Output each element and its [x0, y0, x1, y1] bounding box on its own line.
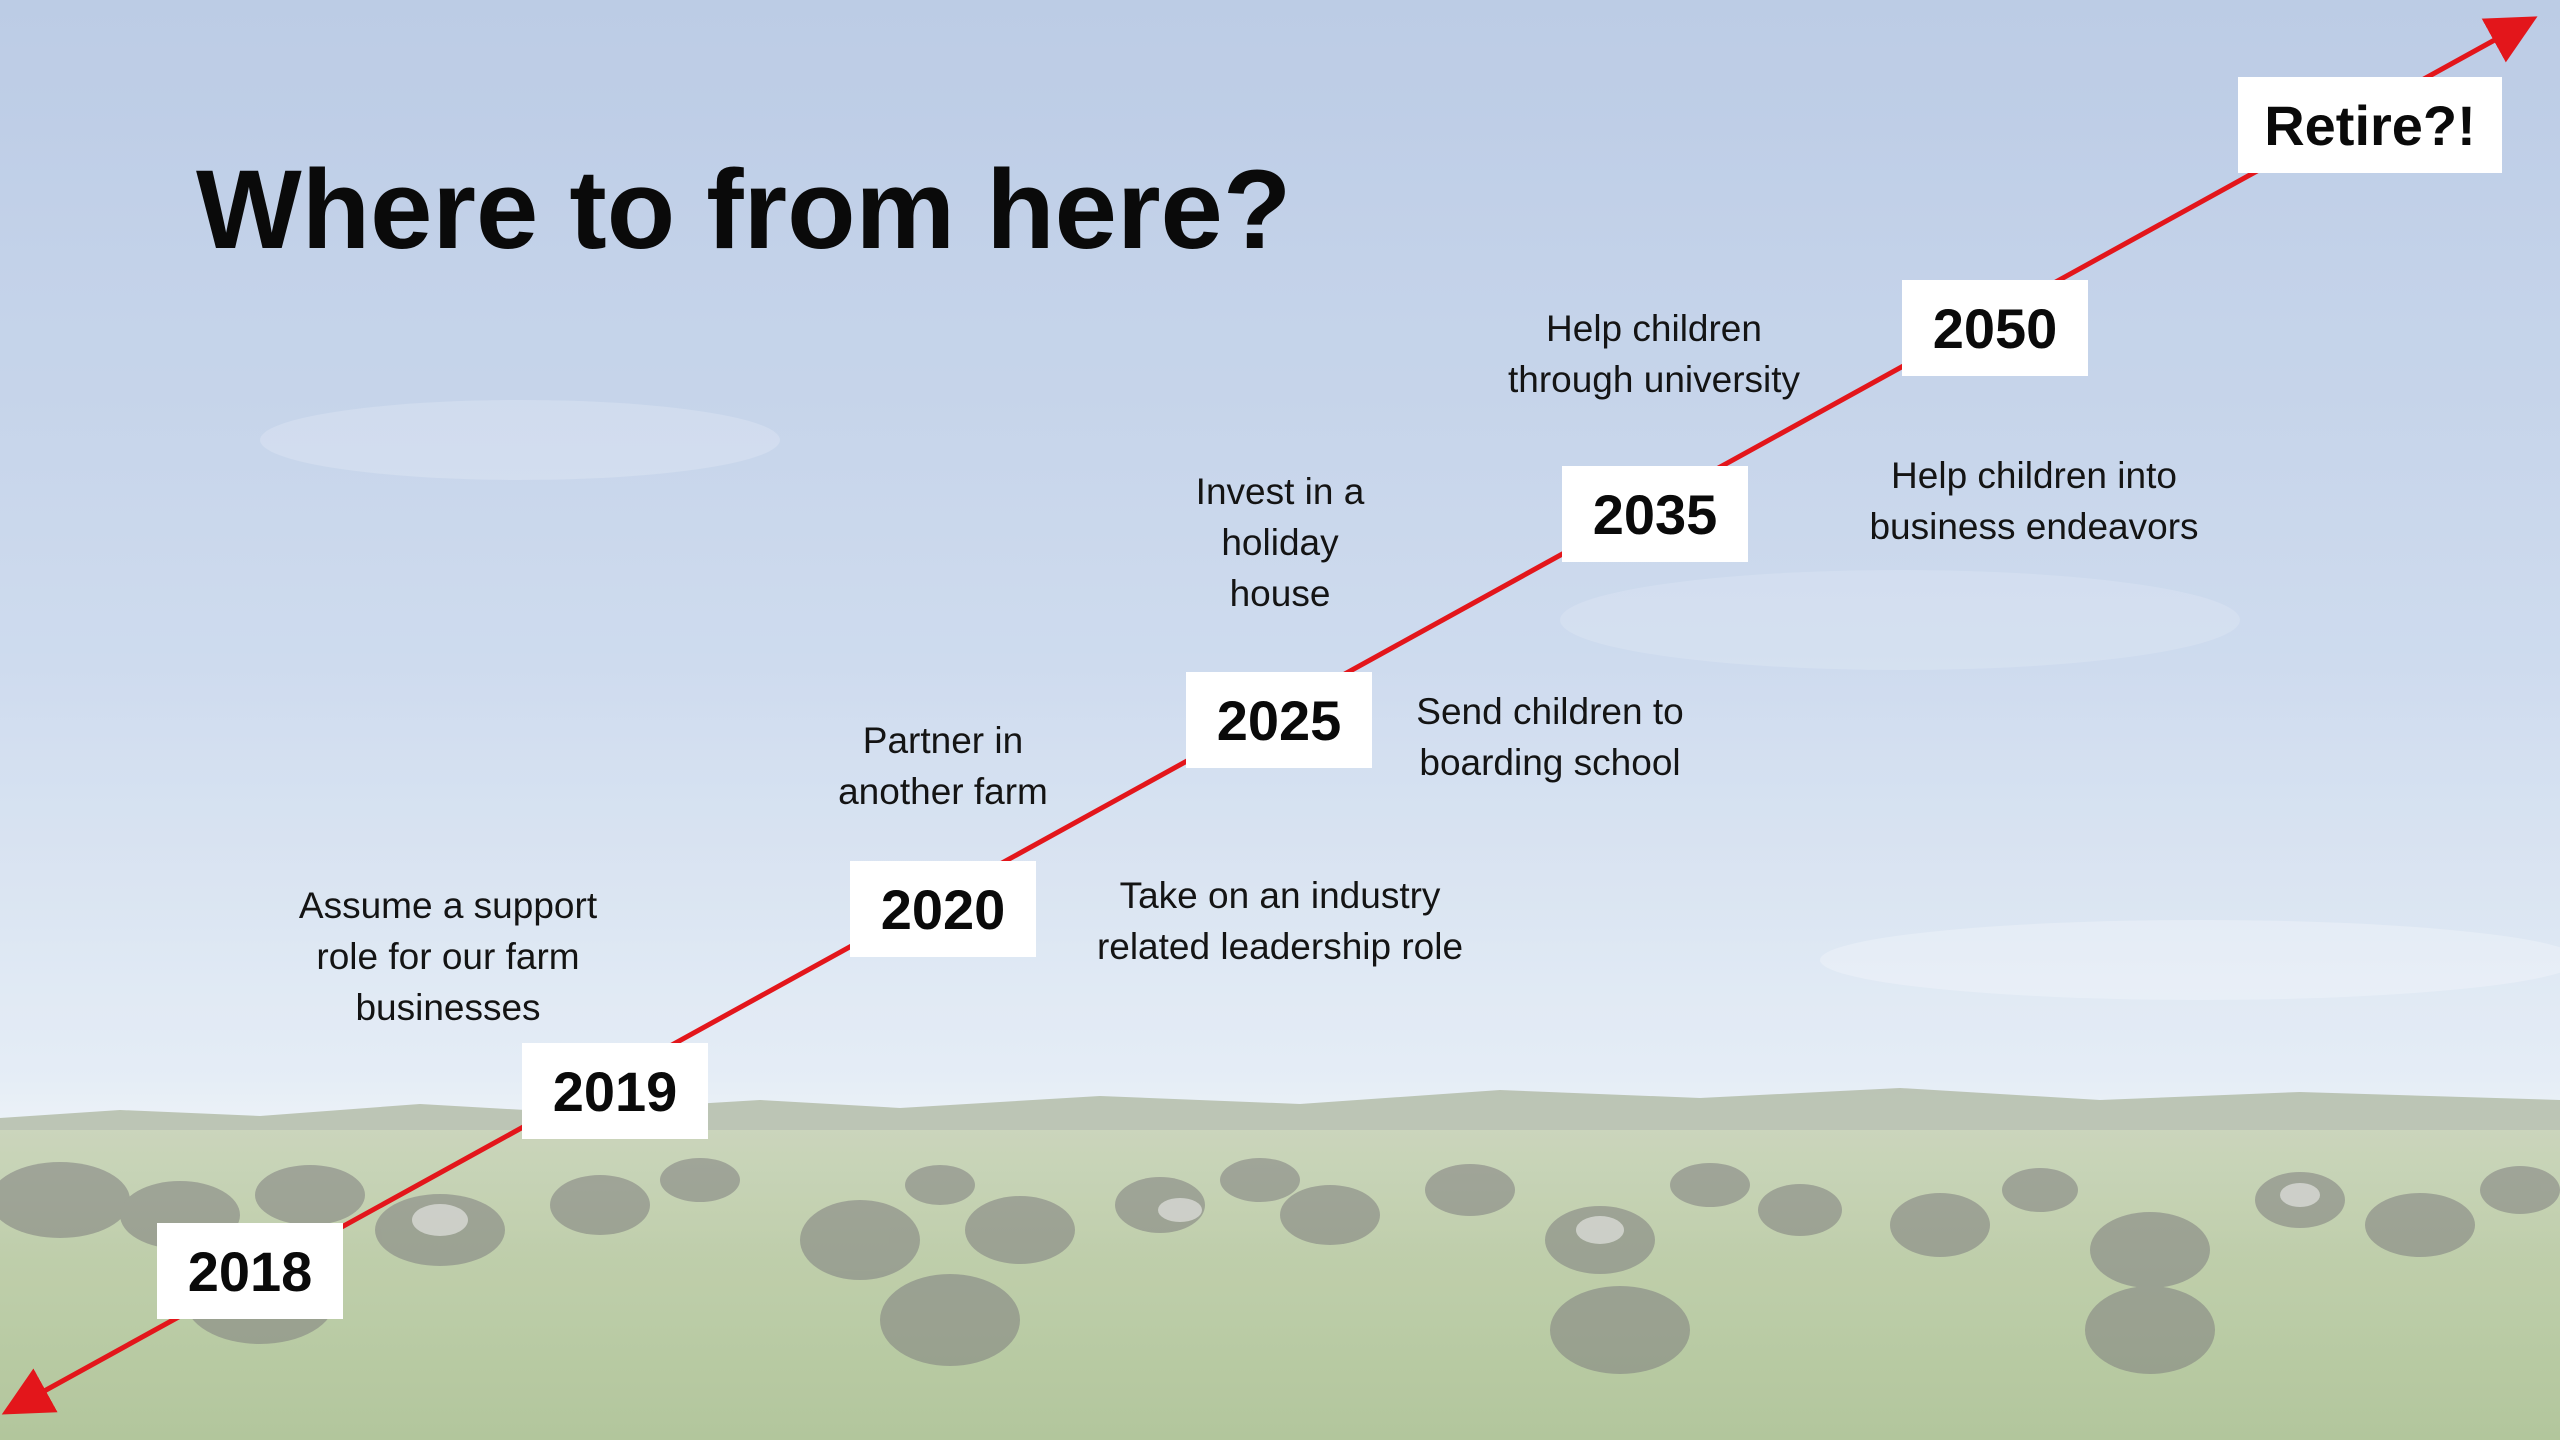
note-boarding-school: Send children to boarding school	[1416, 691, 1684, 783]
note-university: Help children through university	[1507, 308, 1801, 400]
page-title: Where to from here?	[196, 147, 1292, 272]
milestone-retire: Retire?!	[2238, 77, 2502, 173]
note-leadership-role: Take on an industry related leadership r…	[1096, 875, 1464, 967]
note-holiday-house: Invest in a holiday house	[1195, 471, 1365, 614]
note-partner-farm: Partner in another farm	[838, 720, 1048, 812]
milestone-2018: 2018	[157, 1223, 343, 1319]
milestone-2025: 2025	[1186, 672, 1372, 768]
milestone-2035: 2035	[1562, 466, 1748, 562]
milestone-2020: 2020	[850, 861, 1036, 957]
note-business-endeavors: Help children into business endeavors	[1869, 455, 2199, 547]
note-support-role: Assume a support role for our farm busin…	[298, 885, 598, 1028]
milestone-2019: 2019	[522, 1043, 708, 1139]
milestone-2050: 2050	[1902, 280, 2088, 376]
